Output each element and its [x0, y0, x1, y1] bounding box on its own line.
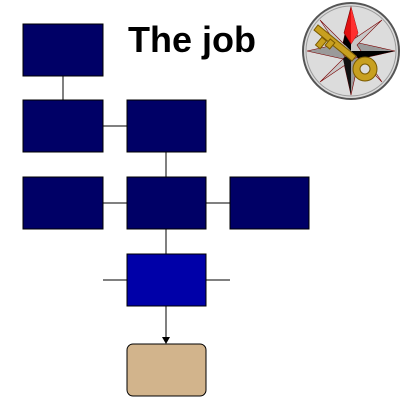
- connector-lines: [62, 76, 230, 337]
- box-final: [126, 343, 207, 397]
- page-title: The job: [128, 19, 256, 60]
- box-row2-right: [126, 99, 207, 153]
- box-top: [22, 23, 104, 77]
- compass-key-icon: [302, 2, 400, 100]
- arrowhead: [162, 337, 170, 344]
- box-row3-middle: [126, 176, 207, 230]
- box-row3-right: [229, 176, 310, 230]
- box-row4-highlighted: [126, 253, 207, 307]
- box-row2-left: [22, 99, 104, 153]
- box-row3-left: [22, 176, 104, 230]
